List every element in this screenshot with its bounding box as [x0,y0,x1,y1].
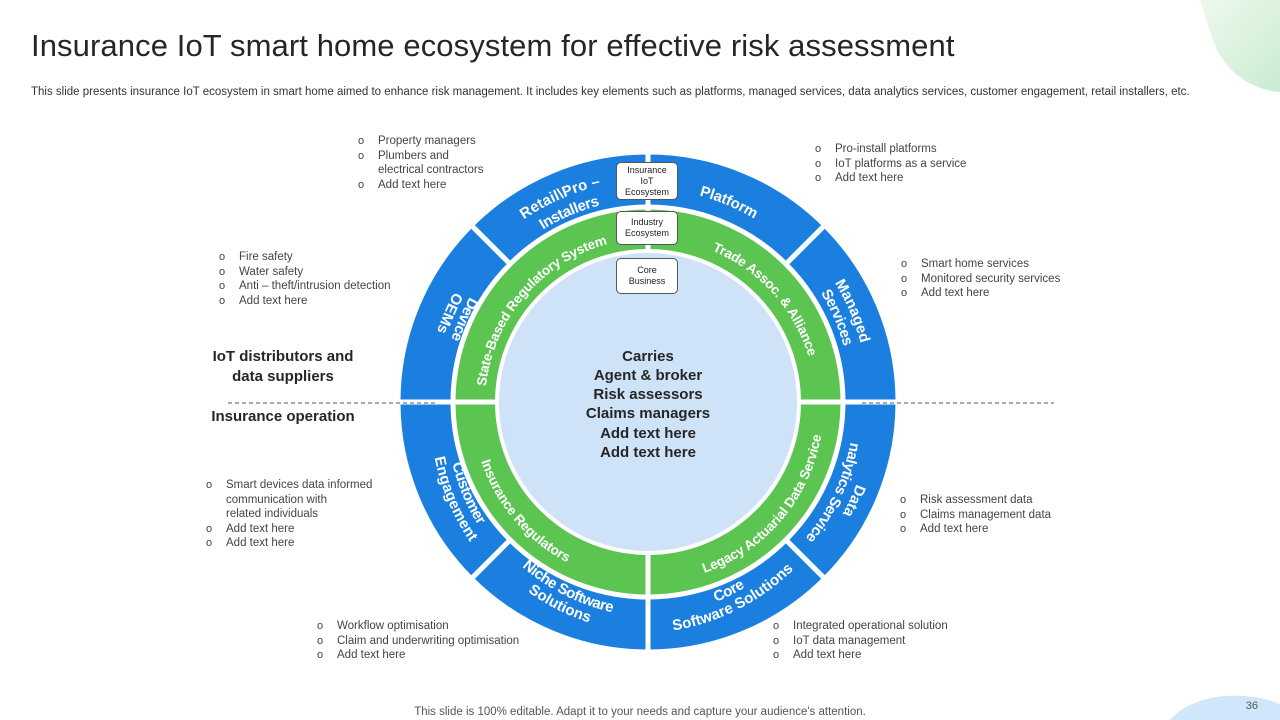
list-device: Fire safety Water safety Anti – theft/in… [219,250,391,308]
tag-industry-ecosystem: Industry Ecosystem [616,211,678,245]
list-item: Add text here [773,648,948,663]
list-item-continuation: communication with [206,493,372,508]
list-item-text: electrical contractors [378,164,484,176]
list-item-text: related individuals [226,508,319,520]
list-item-text: communication with [226,493,327,506]
corner-decoration-top [1200,0,1280,92]
list-item: Add text here [219,294,391,309]
label-iot-distributors-line1: IoT distributors and [212,348,354,365]
core-circle [495,249,801,555]
list-managed: Smart home services Monitored security s… [901,257,1060,301]
list-item: Plumbers and [358,149,483,164]
list-customer: Smart devices data informed communicatio… [206,478,372,551]
list-item: Add text here [901,286,1060,301]
center-line-1: Carries [622,348,674,365]
tag-insurance-iot-line1: Insurance [627,165,667,175]
tag-insurance-iot-line2: IoT [640,176,654,186]
label-iot-distributors-line2: data suppliers [232,368,334,385]
list-item: Property managers [358,134,483,149]
list-item: Add text here [317,648,519,663]
list-item-continuation: electrical contractors [358,163,483,178]
center-line-4: Claims managers [586,405,710,422]
list-data-analytics: Risk assessment data Claims management d… [900,493,1051,537]
tag-industry-line2: Ecosystem [624,228,669,238]
list-item: Add text here [815,171,966,186]
page-number: 36 [1245,700,1258,712]
list-item: Workflow optimisation [317,619,519,634]
list-item: Smart devices data informed [206,478,372,493]
list-item: Risk assessment data [900,493,1051,508]
center-line-3: Risk assessors [593,386,702,403]
center-line-6: Add text here [600,444,696,461]
center-line-5: Add text here [600,425,696,442]
list-item: IoT platforms as a service [815,157,966,172]
label-iot-distributors: IoT distributors and data suppliers [198,347,368,387]
list-item: Add text here [900,522,1051,537]
list-item: Integrated operational solution [773,619,948,634]
page-title: Insurance IoT smart home ecosystem for e… [31,28,955,63]
list-platform: Pro-install platforms IoT platforms as a… [815,142,966,186]
page-subtitle: This slide presents insurance IoT ecosys… [31,86,1190,98]
corner-decoration-bottom [1170,695,1280,720]
list-item: Anti – theft/intrusion detection [219,279,391,294]
list-item: Add text here [206,522,372,537]
list-item: Add text here [206,536,372,551]
list-item: Smart home services [901,257,1060,272]
list-niche: Workflow optimisation Claim and underwri… [317,619,519,663]
list-item: Fire safety [219,250,391,265]
list-item: Claims management data [900,508,1051,523]
list-retail: Property managers Plumbers and electrica… [358,134,483,192]
list-item: Monitored security services [901,272,1060,287]
tag-core-line1: Core [637,265,657,275]
list-item: Claim and underwriting optimisation [317,634,519,649]
tag-industry-line1: Industry [630,217,663,227]
list-item: Water safety [219,265,391,280]
list-item-continuation: related individuals [206,507,372,522]
tag-core-business: Core Business [616,258,678,294]
tag-insurance-iot-line3: Ecosystem [624,187,669,197]
list-core: Integrated operational solution IoT data… [773,619,948,663]
list-item: IoT data management [773,634,948,649]
tag-core-line2: Business [628,276,666,286]
list-item: Pro-install platforms [815,142,966,157]
center-line-2: Agent & broker [594,367,703,384]
label-insurance-operation: Insurance operation [211,408,355,425]
tag-insurance-iot-ecosystem: Insurance IoT Ecosystem [616,162,678,200]
footer-note: This slide is 100% editable. Adapt it to… [414,706,866,718]
list-item: Add text here [358,178,483,193]
